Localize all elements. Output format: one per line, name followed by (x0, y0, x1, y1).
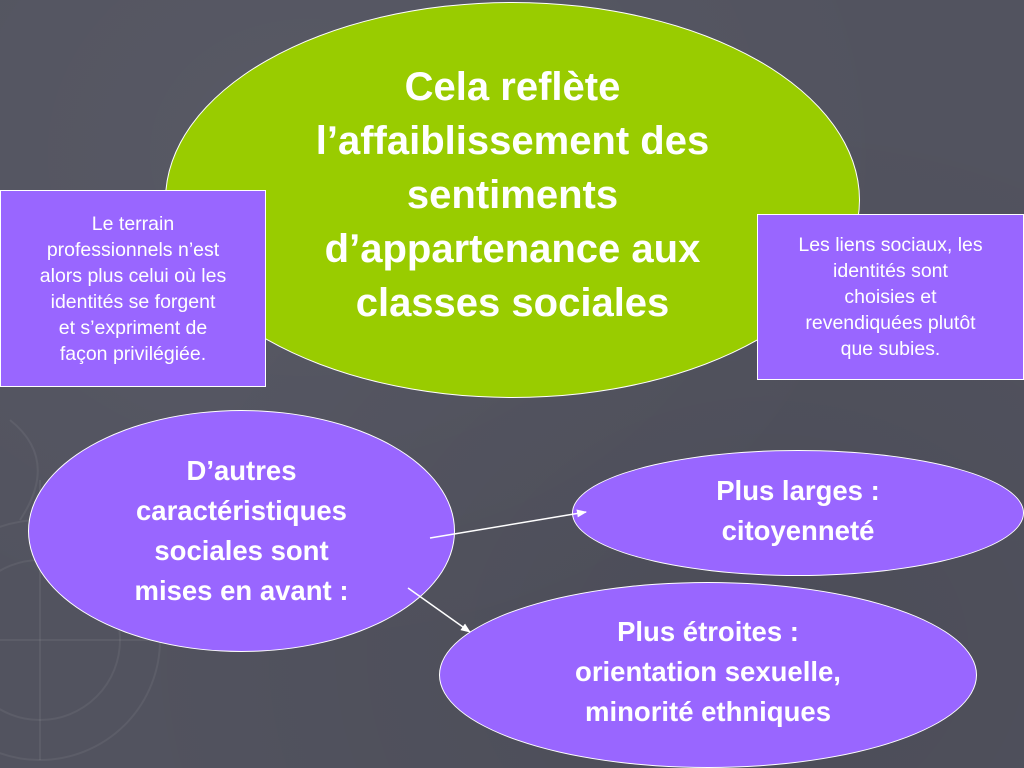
etroites-bubble-line: Plus étroites : (617, 616, 799, 647)
etroites-bubble-line: minorité ethniques (585, 696, 831, 727)
right-box-line: revendiquées plutôt (805, 312, 976, 334)
left-box-line: identités se forgent (50, 290, 216, 313)
left-box-line: alors plus celui où les (39, 264, 227, 287)
main-bubble-text: Cela reflète l’affaiblissement des senti… (273, 60, 753, 330)
autres-bubble-line: caractéristiques (136, 495, 347, 526)
left-box-line: façon privilégiée. (59, 342, 207, 365)
autres-caracteristiques-bubble: D’autres caractéristiques sociales sont … (28, 410, 455, 652)
right-box-line: choisies et (844, 286, 937, 308)
autres-bubble-line: mises en avant : (134, 575, 349, 606)
right-text-box-content: Les liens sociaux, les identités sont ch… (798, 232, 982, 362)
autres-bubble-text: D’autres caractéristiques sociales sont … (92, 451, 392, 611)
left-text-box-content: Le terrain professionnels n’est alors pl… (40, 211, 226, 367)
main-bubble-line: d’appartenance aux (324, 227, 701, 271)
autres-bubble-line: D’autres (186, 455, 297, 486)
etroites-bubble-line: orientation sexuelle, (575, 656, 841, 687)
right-box-line: identités sont (833, 260, 948, 282)
main-bubble-line: l’affaiblissement des (315, 119, 710, 163)
right-box-line: Les liens sociaux, les (798, 234, 983, 256)
autres-bubble-line: sociales sont (154, 535, 329, 566)
right-text-box: Les liens sociaux, les identités sont ch… (757, 214, 1024, 380)
main-bubble-line: sentiments (406, 173, 619, 217)
main-bubble-line: classes sociales (355, 281, 670, 325)
right-box-line: que subies. (840, 338, 941, 360)
etroites-bubble-text: Plus étroites : orientation sexuelle, mi… (508, 612, 908, 732)
left-box-line: Le terrain (91, 212, 175, 235)
main-bubble: Cela reflète l’affaiblissement des senti… (165, 2, 860, 398)
left-box-line: professionnels n’est (46, 238, 220, 261)
larges-bubble-line: Plus larges : (716, 475, 880, 506)
larges-bubble-text: Plus larges : citoyenneté (648, 471, 948, 551)
main-bubble-line: Cela reflète (404, 65, 621, 109)
larges-bubble-line: citoyenneté (721, 515, 875, 546)
plus-etroites-bubble: Plus étroites : orientation sexuelle, mi… (439, 582, 977, 768)
left-box-line: et s’expriment de (58, 316, 208, 339)
plus-larges-bubble: Plus larges : citoyenneté (572, 450, 1024, 576)
left-text-box: Le terrain professionnels n’est alors pl… (0, 190, 266, 387)
